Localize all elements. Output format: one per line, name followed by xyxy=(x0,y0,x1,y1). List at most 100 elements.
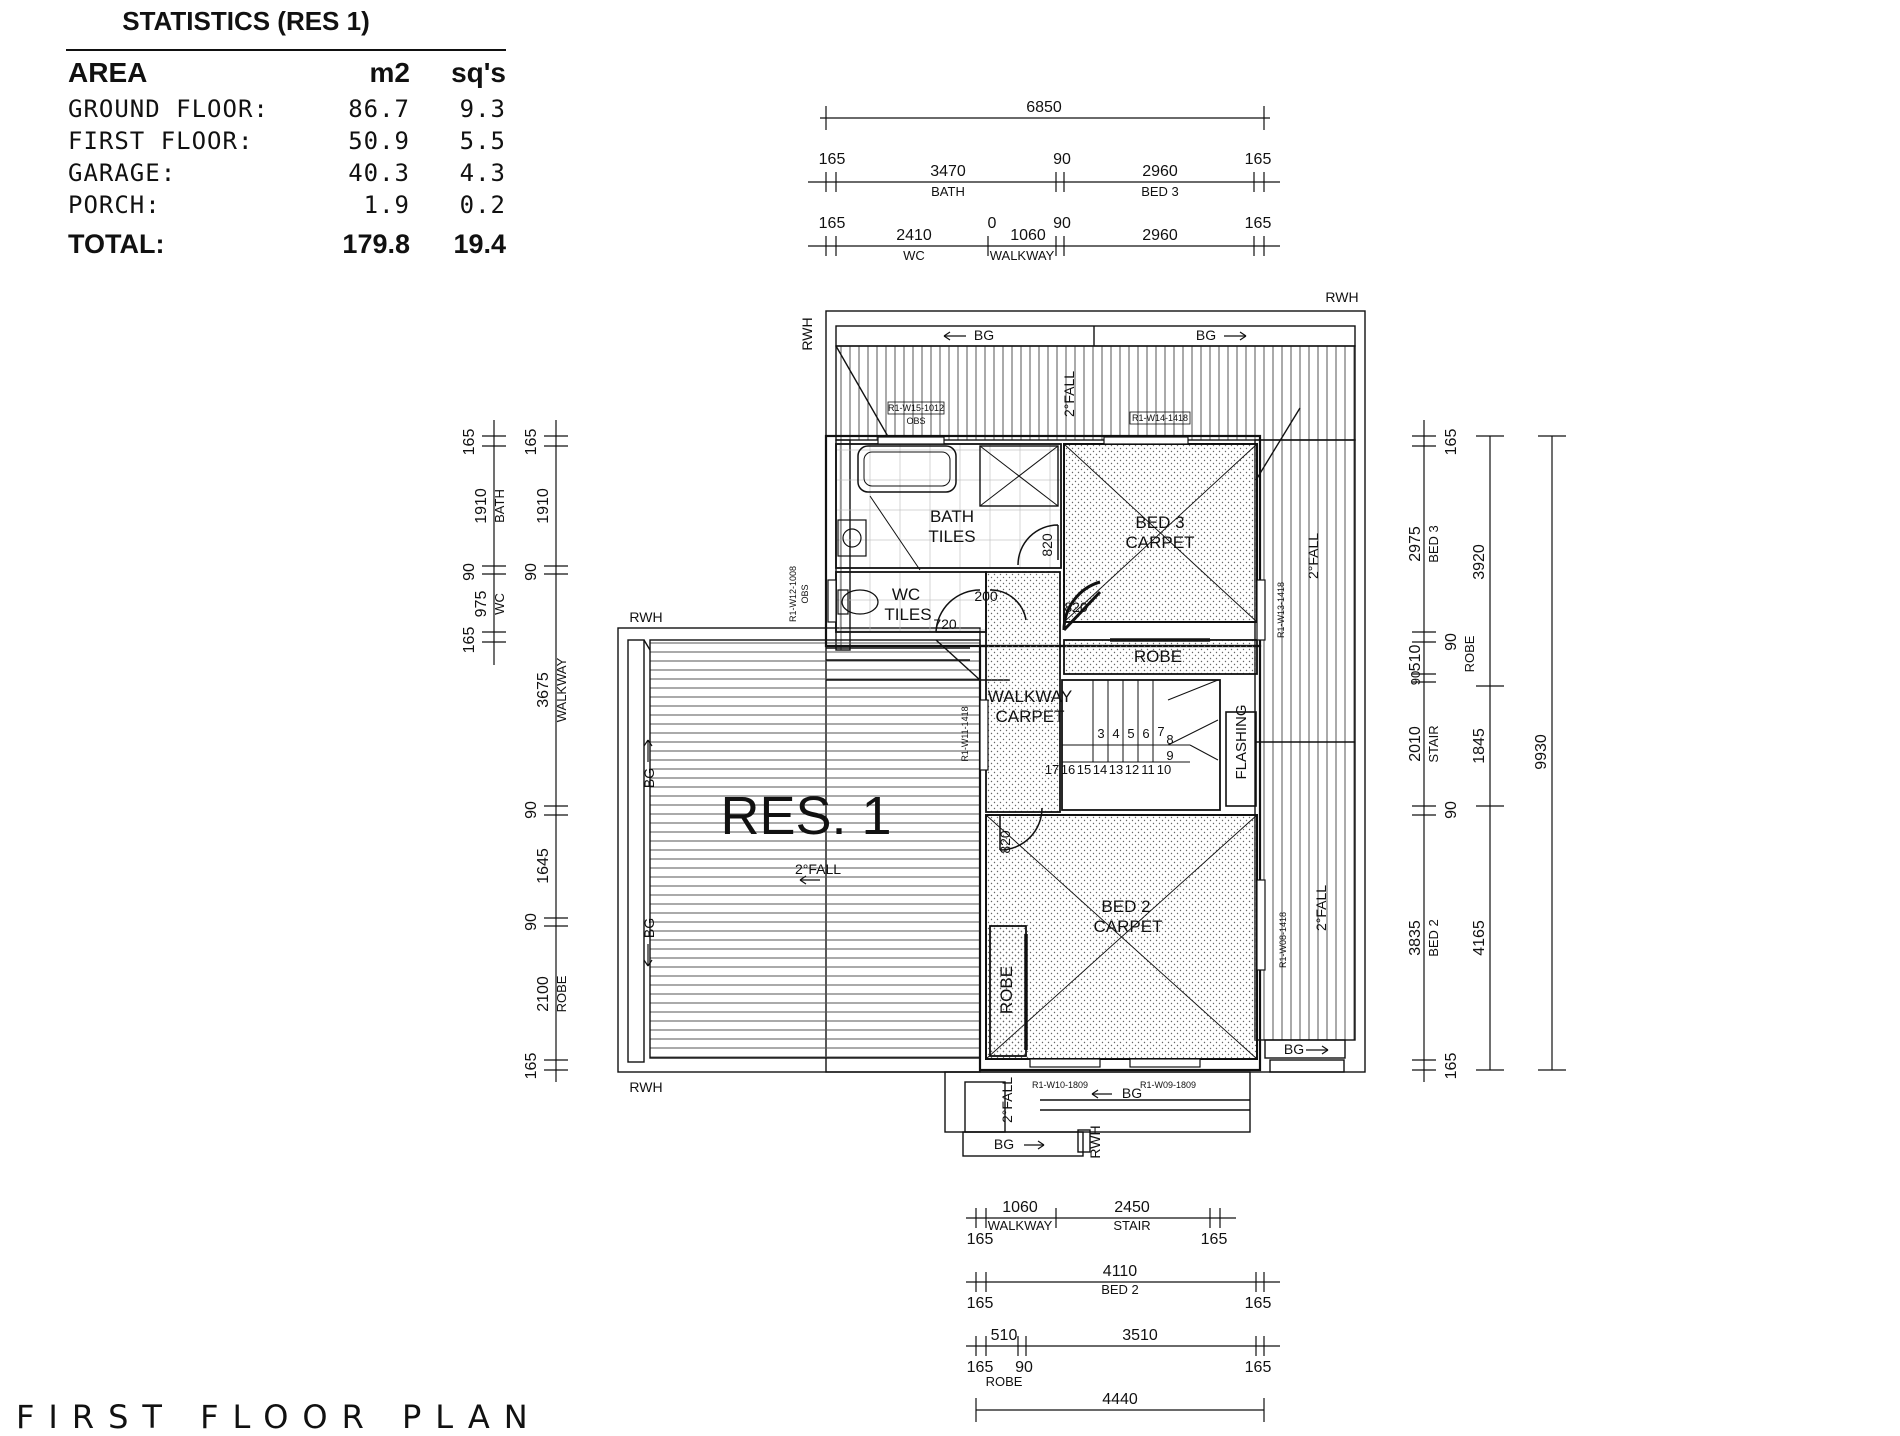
dim-right-a: 165 xyxy=(1443,1053,1460,1080)
stat-label: PORCH: xyxy=(68,191,161,219)
rooms xyxy=(824,434,1262,1072)
dim-label: ROBE xyxy=(986,1374,1023,1389)
top-dimensions xyxy=(808,106,1280,256)
stat-row-first: FIRST FLOOR: 50.9 5.5 xyxy=(66,121,506,155)
dim-left-b: 2100 xyxy=(535,976,552,1012)
dim-bot3: 510 xyxy=(991,1327,1018,1344)
room-floor-bath: TILES xyxy=(928,527,975,546)
dim-top1: 3470 xyxy=(930,163,966,180)
dim-top2: 1060 xyxy=(1010,227,1046,244)
stair-step: 14 xyxy=(1093,762,1107,777)
stair-step: 15 xyxy=(1077,762,1091,777)
gutter-right xyxy=(1264,1039,1346,1059)
rwh-label: RWH xyxy=(1087,1125,1103,1158)
bg-label: BG xyxy=(641,768,657,788)
door-size: 720 xyxy=(933,616,957,632)
windows xyxy=(827,436,1266,1068)
left-dimensions xyxy=(482,420,568,1082)
roof-right-sheeting xyxy=(1254,439,1356,1041)
stair-step: 17 xyxy=(1045,762,1059,777)
stat-sq: 4.3 xyxy=(459,159,506,187)
plan-title: FIRST FLOOR PLAN xyxy=(16,1398,542,1436)
stair-step: 3 xyxy=(1097,726,1104,741)
stair-step: 5 xyxy=(1127,726,1134,741)
stair-step: 6 xyxy=(1142,726,1149,741)
dim-top2: 2410 xyxy=(896,227,932,244)
dim-top1: 165 xyxy=(1245,151,1272,168)
dim-bot1: 1060 xyxy=(1002,1199,1038,1216)
dim-label: WALKWAY xyxy=(554,657,569,722)
dim-label: WALKWAY xyxy=(988,1218,1053,1233)
dim-bot1: 165 xyxy=(967,1231,994,1248)
bg-label: BG xyxy=(1196,327,1216,343)
dim-bot3: 165 xyxy=(967,1359,994,1376)
dim-top2: 0 xyxy=(988,215,997,232)
stat-row-porch: PORCH: 1.9 0.2 xyxy=(66,185,506,219)
roof-top-sheeting xyxy=(835,345,1356,441)
dim-left-b: 90 xyxy=(523,913,540,931)
room-floor-bed3: CARPET xyxy=(1126,533,1195,552)
dim-bot1: 2450 xyxy=(1114,1199,1150,1216)
window-tag: R1-W14-1418 xyxy=(1132,413,1188,423)
bottom-dimensions xyxy=(966,1208,1280,1422)
flashing-box xyxy=(1225,711,1257,807)
dim-left-a: 90 xyxy=(461,563,478,581)
window-tag: R1-W13-1418 xyxy=(1276,582,1286,638)
dim-bot3: 165 xyxy=(1245,1359,1272,1376)
dim-left-b: 3675 xyxy=(535,672,552,708)
room-label-bath: BATH xyxy=(930,507,974,526)
dim-bot3: 3510 xyxy=(1122,1327,1158,1344)
dim-label: ROBE xyxy=(1462,635,1477,672)
dim-label: BED 3 xyxy=(1426,525,1441,563)
stair-step: 10 xyxy=(1157,762,1171,777)
window-tag: R1-W15-1012 xyxy=(888,403,944,413)
window-bath xyxy=(877,436,945,445)
dim-label: ROBE xyxy=(554,975,569,1012)
room-label-walkway: WALKWAY xyxy=(988,687,1072,706)
wc-room xyxy=(835,571,987,633)
dim-right-a: 90 xyxy=(1443,633,1460,651)
room-floor-bed2: CARPET xyxy=(1094,917,1163,936)
dim-label: WC xyxy=(903,248,925,263)
dim-label: BATH xyxy=(931,184,965,199)
fall-label: 2°FALL xyxy=(795,861,841,877)
window-bed3-side xyxy=(1256,579,1266,641)
stat-m2: 50.9 xyxy=(348,127,410,155)
fall-label: 2°FALL xyxy=(1313,885,1329,931)
header-m2: m2 xyxy=(369,57,410,88)
gutter-top xyxy=(835,325,1356,347)
dim-right-b: 4165 xyxy=(1471,920,1488,956)
unit-name: RES. 1 xyxy=(720,786,891,846)
header-sq: sq's xyxy=(451,57,506,88)
window-bed2-bottom-2 xyxy=(1129,1058,1201,1068)
dim-top2: 165 xyxy=(1245,215,1272,232)
dim-right-a: 2975 xyxy=(1407,526,1424,562)
bg-label: BG xyxy=(1284,1041,1304,1057)
door-size: 820 xyxy=(997,830,1013,854)
dim-left-a: 165 xyxy=(461,429,478,456)
dim-bot1: 165 xyxy=(1201,1231,1228,1248)
dim-right-a: 510 xyxy=(1407,645,1424,672)
dim-left-b: 90 xyxy=(523,563,540,581)
stair-step: 16 xyxy=(1061,762,1075,777)
fall-label: 2°FALL xyxy=(1061,371,1077,417)
stat-m2: 40.3 xyxy=(348,159,410,187)
fall-label: 2°FALL xyxy=(1305,533,1321,579)
dim-left-b: 165 xyxy=(523,429,540,456)
rwh-label: RWH xyxy=(629,1079,662,1095)
dim-top1: 2960 xyxy=(1142,163,1178,180)
bg-label: BG xyxy=(974,327,994,343)
window-walkway xyxy=(979,699,989,771)
room-label-robe-top: ROBE xyxy=(1134,647,1182,666)
window-tag: R1-W09-1809 xyxy=(1140,1080,1196,1090)
dim-left-a: 1910 xyxy=(473,488,490,524)
dim-top-overall: 6850 xyxy=(1026,99,1062,116)
stair-step: 12 xyxy=(1125,762,1139,777)
stair-step: 4 xyxy=(1112,726,1119,741)
stair-step: 8 xyxy=(1166,732,1173,747)
garage-roof-sheeting xyxy=(649,639,981,1059)
dim-label: BED 3 xyxy=(1141,184,1179,199)
room-label-robe-side: ROBE xyxy=(997,966,1016,1014)
dim-label: STAIR xyxy=(1113,1218,1150,1233)
dim-label: WALKWAY xyxy=(990,248,1055,263)
